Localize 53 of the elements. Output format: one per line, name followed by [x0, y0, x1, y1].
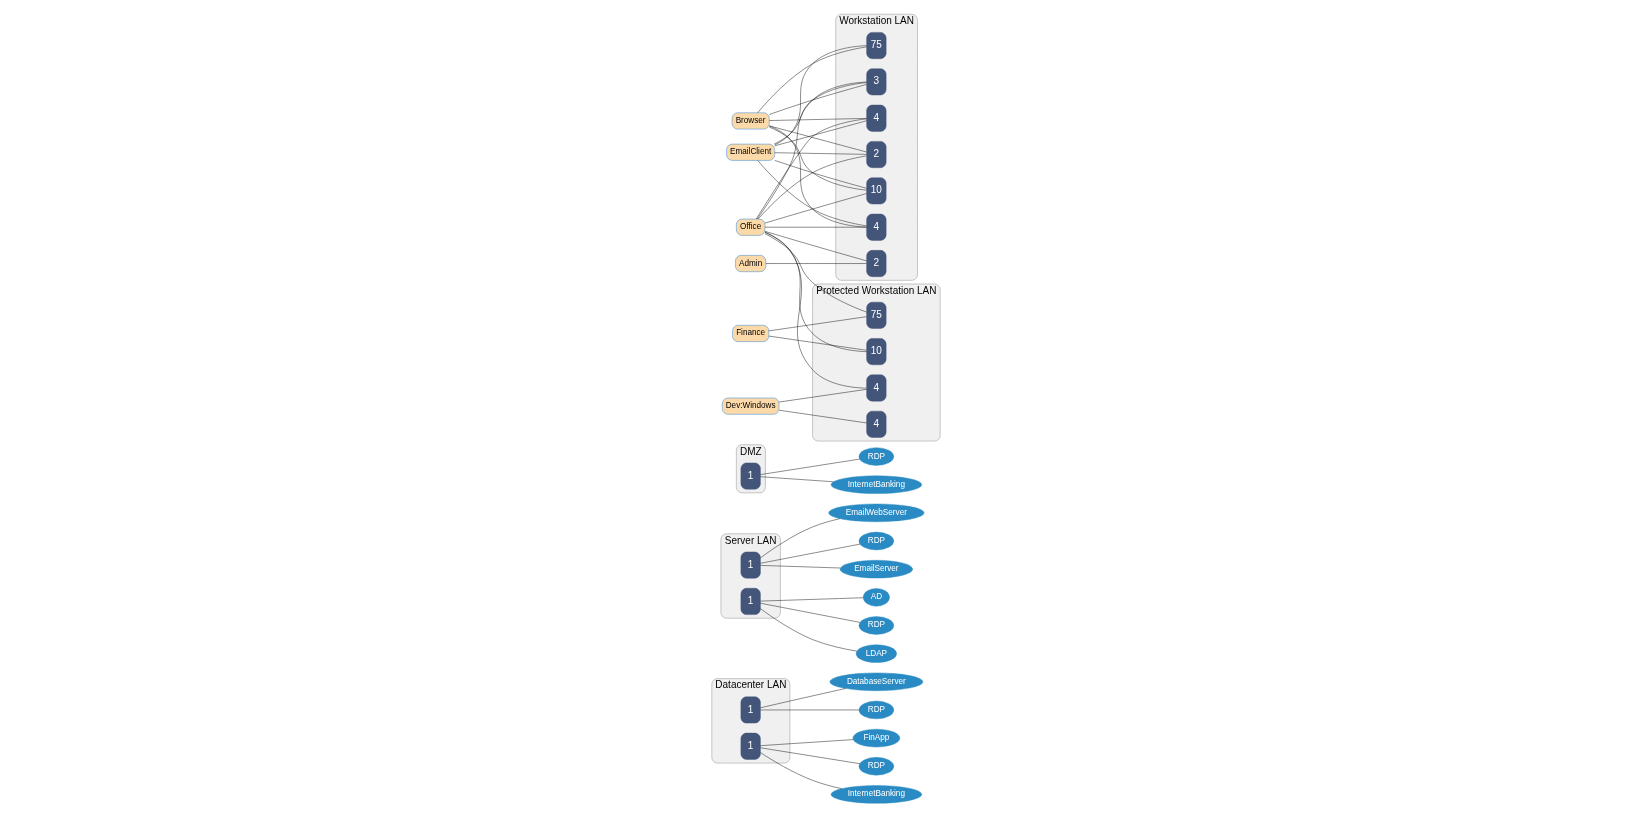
- node-ellipse: LDAP: [855, 644, 897, 663]
- connector: [769, 125, 867, 228]
- node-ellipse: EmailServer: [839, 560, 913, 579]
- connector: [756, 118, 867, 220]
- node-ellipse: RDP: [858, 700, 895, 720]
- connector: [764, 232, 867, 352]
- connector: [774, 45, 867, 146]
- node-box: 10: [866, 338, 887, 366]
- node-ellipse: DatabaseServer: [829, 672, 924, 691]
- node-ellipse: RDP: [858, 447, 895, 466]
- node-box: 4: [866, 104, 887, 132]
- node-box: Finance: [732, 325, 770, 342]
- node-box: EmailClient: [726, 143, 775, 161]
- node-box: 75: [866, 301, 887, 329]
- node-box: 75: [866, 32, 887, 59]
- connector: [769, 126, 867, 191]
- node-box: 4: [866, 410, 887, 438]
- connector: [764, 231, 867, 389]
- node-box: 1: [740, 588, 761, 615]
- node-ellipse: AD: [863, 588, 890, 607]
- connector: [757, 155, 867, 220]
- node-ellipse: InternetBanking: [830, 785, 922, 804]
- connector: [769, 125, 867, 153]
- node-ellipse: RDP: [858, 616, 895, 635]
- connector: [765, 263, 867, 264]
- node-ellipse: InternetBanking: [830, 475, 922, 494]
- node-box: 2: [866, 141, 887, 168]
- node-box: Dev:Windows: [722, 397, 780, 415]
- node-box: 3: [866, 68, 887, 96]
- node-box: 1: [740, 551, 761, 579]
- connector: [769, 84, 867, 115]
- connector: [757, 160, 867, 227]
- node-box: Admin: [735, 255, 767, 272]
- node-ellipse: RDP: [858, 757, 895, 776]
- connector: [764, 233, 867, 313]
- connector: [756, 81, 867, 220]
- node-ellipse: RDP: [858, 531, 895, 551]
- node-box: 2: [866, 250, 887, 277]
- node-box: 1: [740, 696, 761, 724]
- node-box: 10: [866, 177, 887, 205]
- node-box: 4: [866, 213, 887, 241]
- connector: [774, 152, 867, 155]
- node-box: 1: [740, 732, 761, 760]
- connector: [774, 160, 867, 189]
- connector: [769, 118, 867, 121]
- connector: [773, 82, 867, 145]
- node-box: 1: [740, 462, 761, 490]
- node-box: Office: [736, 218, 766, 236]
- node-box: 4: [866, 374, 887, 402]
- connector: [764, 193, 867, 224]
- node-ellipse: EmailWebServer: [828, 503, 925, 522]
- node-ellipse: FinApp: [852, 729, 901, 748]
- node-box: Browser: [731, 112, 770, 130]
